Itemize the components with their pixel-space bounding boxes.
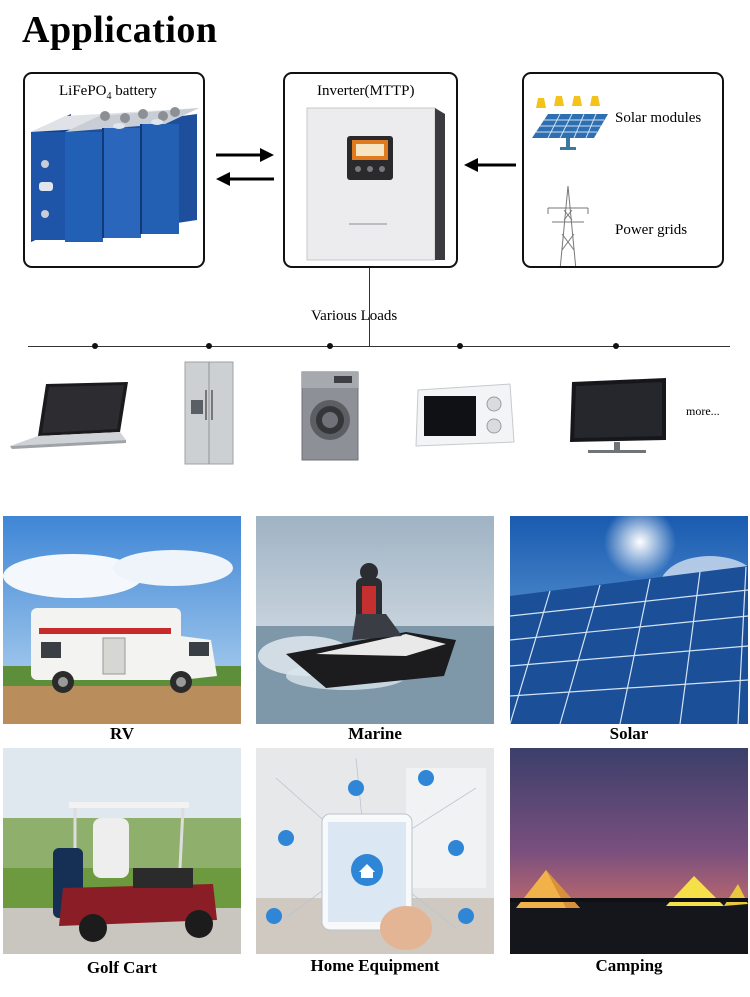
- bus-node-dot: [457, 343, 463, 349]
- golf-cart-photo: [3, 748, 241, 954]
- bus-node-dot: [206, 343, 212, 349]
- battery-box: LiFePO4 battery: [23, 72, 205, 268]
- solar-modules-label: Solar modules: [615, 110, 702, 126]
- power-grids-label: Power grids: [615, 222, 688, 238]
- solar-photo: [510, 516, 748, 724]
- arrow-left-icon: [216, 172, 274, 186]
- various-loads-label: Various Loads: [311, 308, 398, 324]
- power-tower-icon: [547, 185, 589, 266]
- caption-golf-cart: Golf Cart: [86, 958, 158, 977]
- lifepo4-battery-icon: [31, 107, 199, 242]
- inverter-box: Inverter(MTTP): [283, 72, 458, 268]
- inverter-icon: [306, 107, 445, 261]
- loads-connector-line: [369, 268, 370, 346]
- bidirectional-arrows: [216, 148, 274, 186]
- more-loads-label: more...: [686, 404, 720, 418]
- caption-marine: Marine: [348, 724, 402, 743]
- bus-node-dot: [327, 343, 333, 349]
- source-box: Solar modules Power grids: [522, 72, 724, 268]
- television-icon: [570, 378, 666, 453]
- battery-label: LiFePO4 battery: [59, 83, 157, 102]
- battery-label-tail: battery: [111, 83, 157, 99]
- sun-icon: [536, 96, 600, 108]
- loads-bus-line: [28, 346, 730, 347]
- washing-machine-icon: [301, 371, 359, 461]
- refrigerator-icon: [184, 361, 234, 465]
- battery-label-subscript: 4: [106, 91, 112, 102]
- bus-node-dot: [613, 343, 619, 349]
- rv-photo: [3, 516, 241, 724]
- arrow-left-icon: [464, 158, 516, 172]
- caption-solar: Solar: [609, 724, 649, 743]
- source-icons: [532, 96, 608, 266]
- caption-rv: RV: [110, 724, 134, 743]
- laptop-icon: [10, 382, 128, 449]
- arrow-right-icon: [216, 148, 274, 162]
- page-title: Application: [22, 9, 218, 51]
- battery-label-main: LiFePO: [59, 83, 107, 99]
- marine-photo: [256, 516, 494, 724]
- microwave-icon: [415, 383, 515, 447]
- camping-photo: [510, 748, 748, 954]
- caption-home-equipment: Home Equipment: [310, 956, 440, 975]
- bus-node-dot: [92, 343, 98, 349]
- home-equipment-photo: [256, 748, 494, 954]
- caption-camping: Camping: [595, 956, 663, 975]
- solar-panel-icon: [532, 113, 608, 150]
- inverter-label: Inverter(MTTP): [317, 83, 415, 99]
